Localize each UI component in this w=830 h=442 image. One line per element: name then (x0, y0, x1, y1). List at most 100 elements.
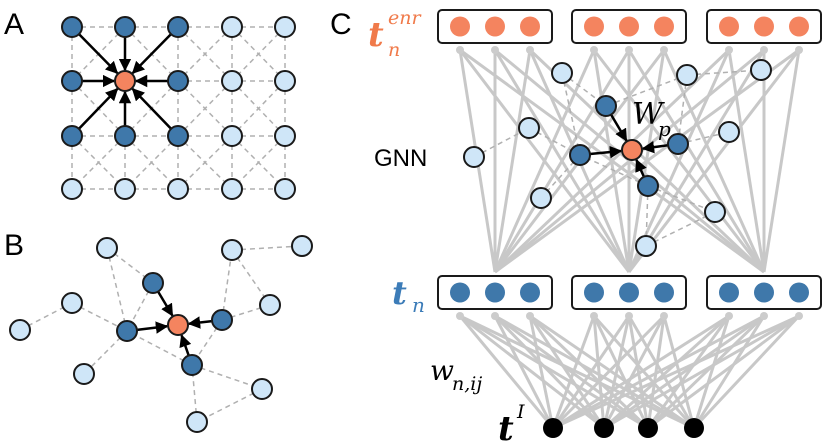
t-n-label: t n (392, 274, 425, 317)
gnn-edge (677, 74, 688, 145)
gnn-neighbor-node (667, 133, 689, 155)
grid-diagonal (124, 135, 179, 190)
t-enr-sup: enr (388, 7, 422, 29)
connector-dot (725, 312, 733, 320)
grid-diagonal (231, 26, 286, 82)
gnn-line (494, 48, 765, 274)
gnn-line (627, 49, 766, 273)
connector-dot (456, 312, 464, 320)
tn-to-enr-connections (458, 48, 801, 274)
connector-dot (625, 46, 633, 54)
input-nodes (543, 418, 704, 438)
token-dot (654, 282, 674, 303)
gnn-edge (561, 72, 581, 156)
connector-dot (491, 312, 499, 320)
grid-node (274, 125, 296, 147)
neighbor-node (167, 125, 189, 147)
weight-line (552, 314, 800, 430)
connector-dot (491, 46, 499, 54)
w-p-label: W p (632, 97, 671, 141)
connector-dot (625, 312, 633, 320)
weight-line (592, 315, 606, 429)
weight-line (551, 314, 666, 430)
panel-b-label: B (4, 229, 24, 262)
weight-line (458, 315, 555, 429)
w-p-sub: p (658, 117, 671, 141)
connector-dots (456, 46, 803, 320)
gnn-node (676, 64, 698, 86)
grid-node (221, 178, 243, 200)
gnn-edge (579, 154, 649, 187)
enriched-token-dot (520, 16, 540, 37)
graph-node (61, 292, 83, 314)
neighbor-node (61, 125, 83, 147)
connector-dot (590, 312, 598, 320)
input-to-tn-connections (458, 314, 801, 430)
panel-b: B (4, 229, 313, 433)
weight-line (493, 315, 555, 429)
neighbor-node (114, 16, 136, 38)
input-node (638, 418, 658, 438)
connector-dot (660, 46, 668, 54)
gnn-message-arrow (610, 113, 628, 142)
token-dot (719, 282, 739, 303)
weight-line (551, 315, 596, 429)
grid-node (274, 70, 296, 92)
t-enr-sub: n (388, 39, 400, 61)
token-dot (520, 282, 540, 303)
grid-node (114, 178, 136, 200)
gnn-line (494, 48, 800, 274)
t-enr-base: t (368, 15, 384, 55)
gnn-line (627, 49, 801, 273)
weight-line (592, 315, 696, 429)
neighbor-arrow (157, 290, 174, 317)
weight-line (602, 315, 666, 429)
graph-edge (221, 249, 233, 321)
neighbor-arrow (136, 321, 169, 334)
graph-node (73, 363, 95, 385)
input-node (684, 418, 704, 438)
graph-node (186, 411, 208, 433)
connector-dot (725, 46, 733, 54)
weight-line (494, 314, 649, 430)
connector-dot (795, 46, 803, 54)
panel-a-arrows (78, 33, 172, 130)
gnn-line (727, 49, 766, 273)
weight-line (552, 314, 730, 430)
gnn-arrows (589, 113, 669, 178)
weight-line (692, 315, 766, 429)
weight-line (459, 314, 649, 430)
token-dot (584, 282, 604, 303)
connector-dot (760, 312, 768, 320)
gnn-label: GNN (374, 145, 427, 172)
weight-line (528, 315, 555, 429)
neighbor-arrow (78, 33, 119, 75)
connector-dot (526, 46, 534, 54)
enriched-token-dot (584, 16, 604, 37)
gnn-node (530, 187, 552, 209)
grid-node (221, 70, 243, 92)
t-i-label: t I (498, 401, 525, 442)
gnn-line (762, 49, 801, 273)
gnn-edge (605, 74, 688, 107)
weight-line (552, 314, 765, 430)
gnn-nodes (463, 59, 772, 257)
neighbor-arrow (187, 316, 213, 329)
gnn-neighbor-node (637, 175, 659, 197)
neighbor-node (114, 125, 136, 147)
grid-node (167, 178, 189, 200)
gnn-edge (645, 211, 716, 247)
connector-dot (526, 312, 534, 320)
gnn-line (493, 48, 731, 274)
gnn-neighbor-node (595, 95, 617, 117)
enriched-token-dot (619, 16, 639, 37)
t-n-base: t (392, 274, 407, 312)
gnn-node (704, 201, 726, 223)
enriched-token-dot (719, 16, 739, 37)
neighbor-node (142, 272, 164, 294)
grid-diagonal (177, 80, 233, 137)
gnn-node (718, 121, 740, 143)
t-i-base: t (498, 409, 514, 442)
connector-dot (590, 46, 598, 54)
t-i-sup: I (516, 401, 525, 423)
